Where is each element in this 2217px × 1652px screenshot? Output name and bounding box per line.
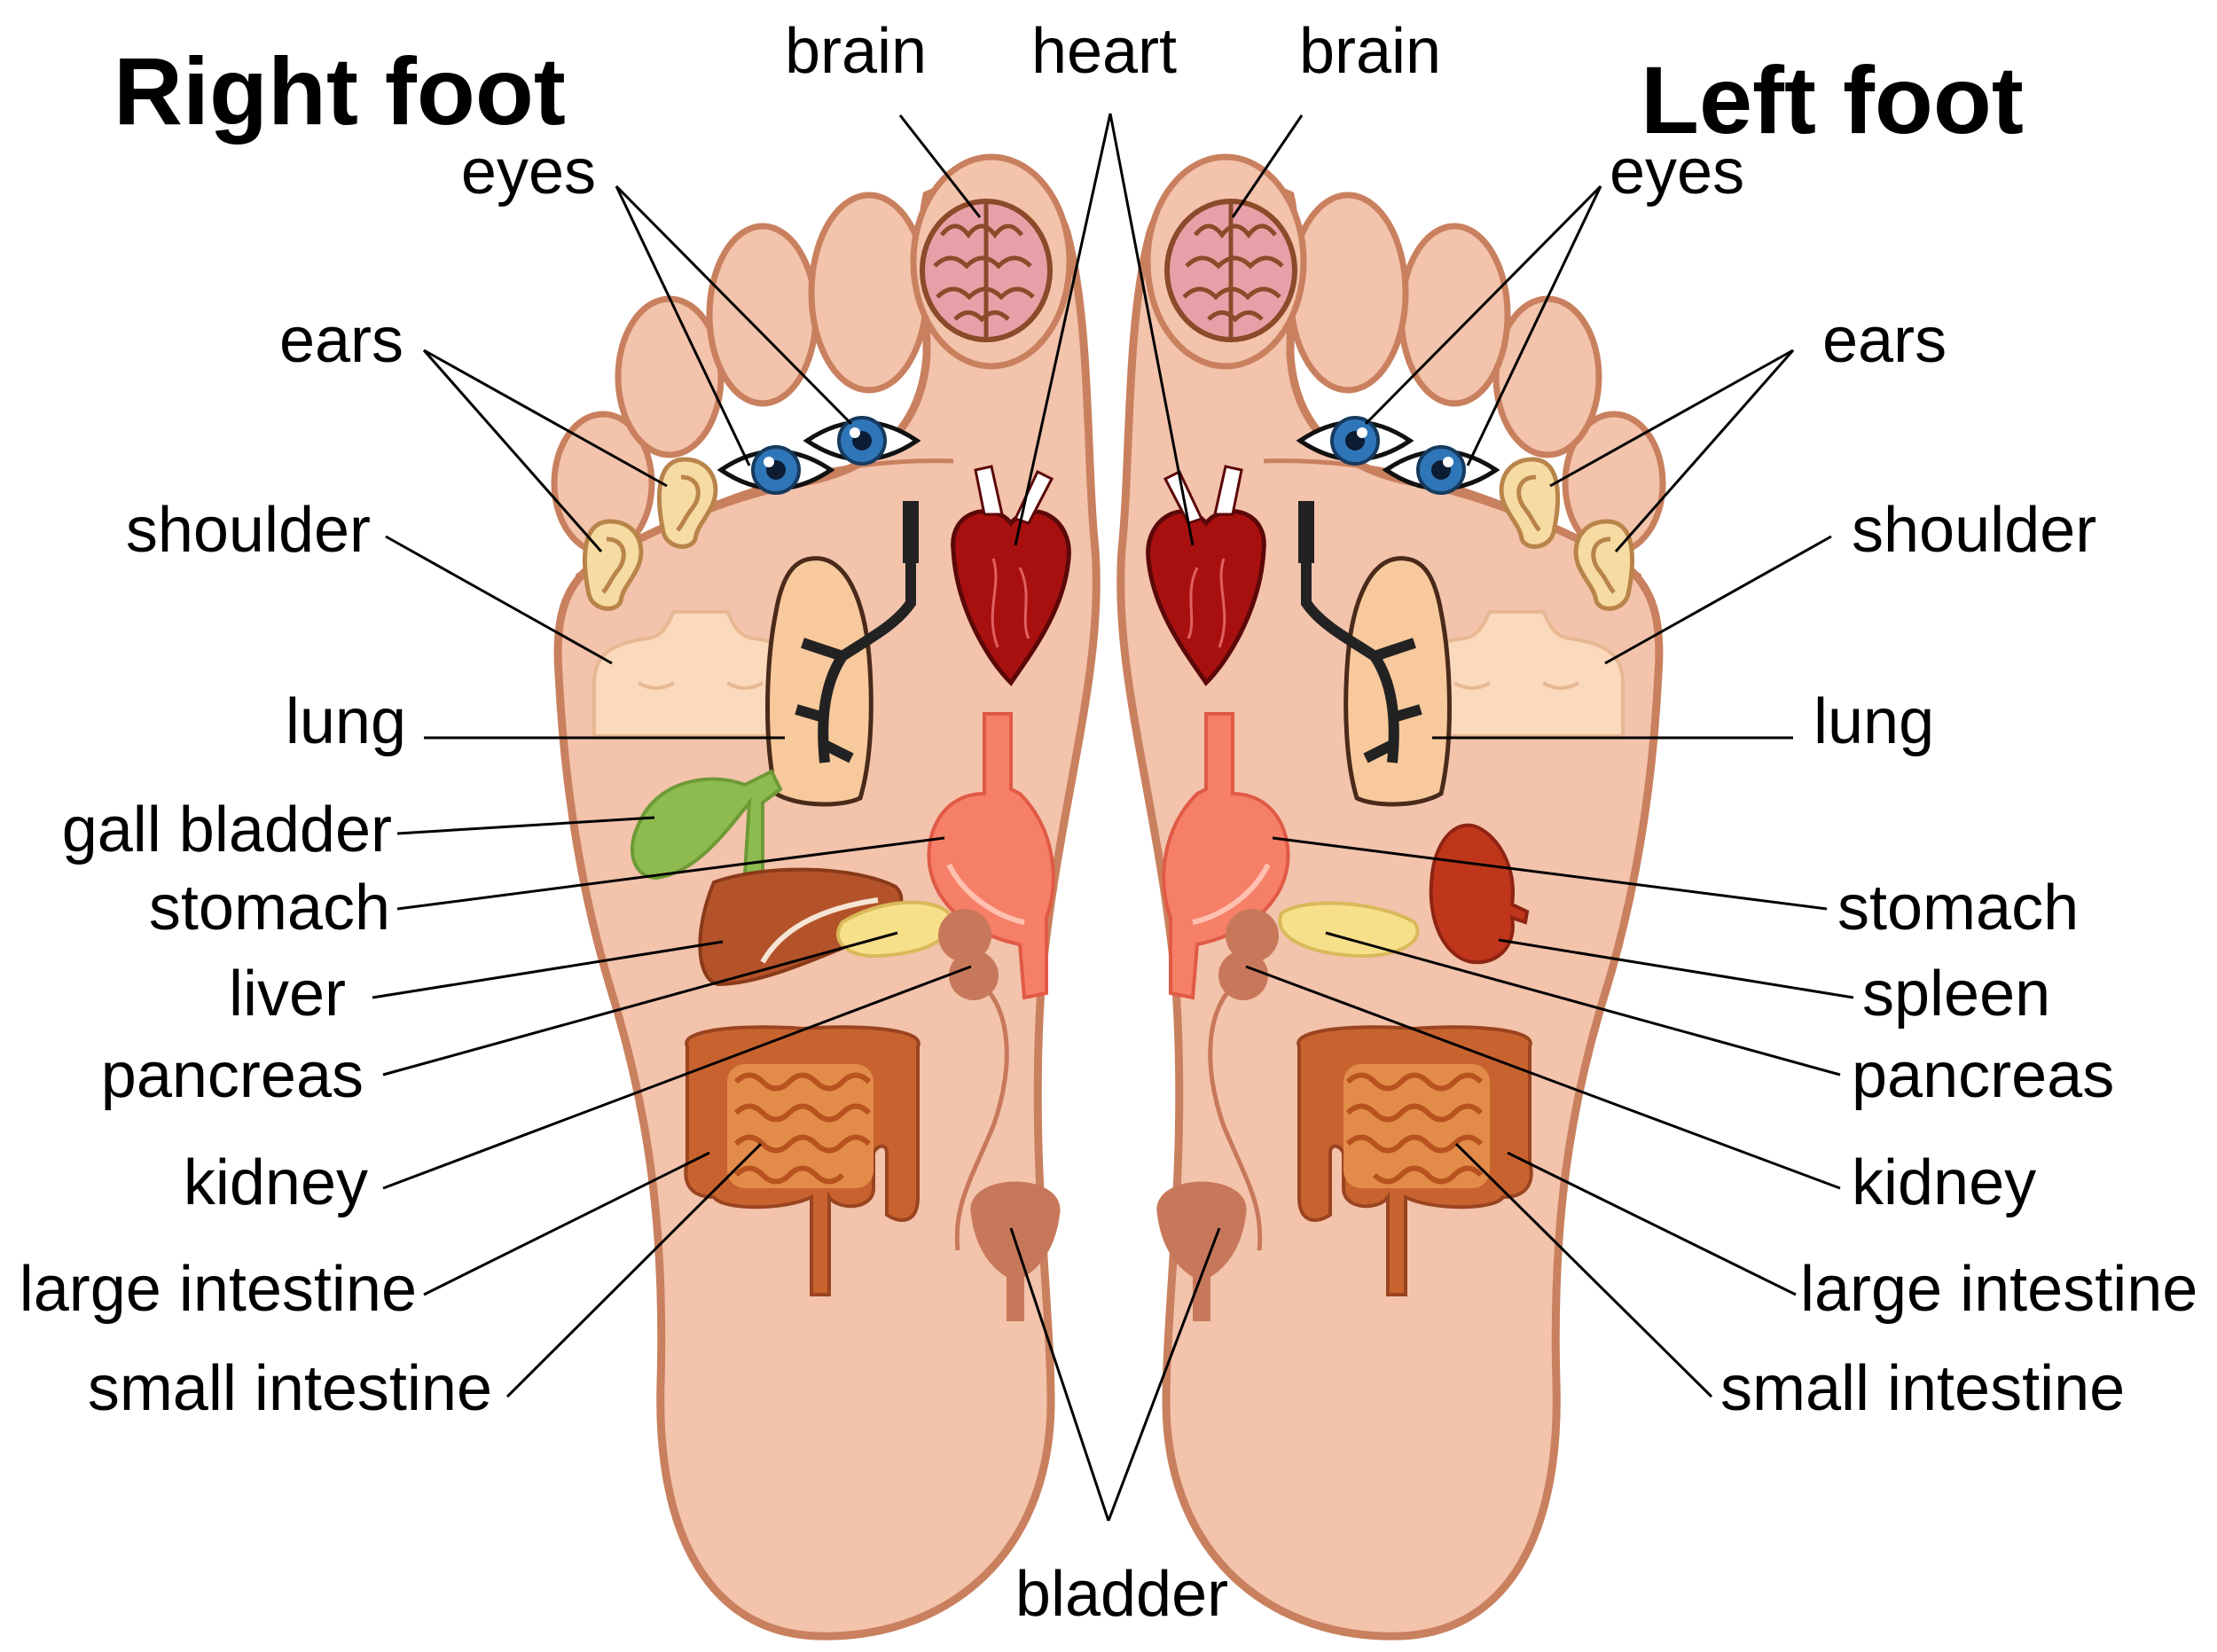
leader-lines	[372, 113, 1854, 1522]
label-ears-left: ears	[1822, 305, 1947, 376]
right-foot-toe-fourth	[615, 295, 725, 458]
right-foot	[551, 153, 1101, 1640]
left-brain-icon	[1167, 201, 1295, 340]
label-bladder: bladder	[1015, 1559, 1228, 1630]
right-gall-bladder-icon	[630, 769, 783, 881]
label-shoulder-left: shoulder	[1852, 495, 2096, 566]
right-brain-icon	[922, 201, 1050, 340]
label-brain-right: brain	[785, 16, 927, 87]
label-stomach-left: stomach	[1837, 873, 2079, 943]
left-spleen-icon	[1429, 823, 1530, 965]
label-small-intestine-left: small intestine	[1720, 1353, 2125, 1424]
label-ears-right: ears	[279, 305, 403, 376]
label-large-intestine-right: large intestine	[20, 1254, 417, 1325]
label-brain-left: brain	[1299, 16, 1441, 87]
label-small-intestine-right: small intestine	[88, 1353, 492, 1424]
left-foot-title: Left foot	[1641, 46, 2024, 153]
label-stomach-right: stomach	[149, 873, 390, 943]
label-gall-bladder: gall bladder	[62, 795, 392, 865]
label-spleen: spleen	[1862, 959, 2050, 1030]
label-liver: liver	[229, 959, 346, 1030]
label-shoulder-right: shoulder	[126, 495, 371, 566]
label-lung-right: lung	[286, 686, 406, 757]
right-foot-toe-second	[808, 192, 930, 394]
label-heart: heart	[1031, 16, 1177, 87]
label-large-intestine-left: large intestine	[1800, 1254, 2197, 1325]
left-foot	[1116, 153, 1666, 1640]
label-eyes-right: eyes	[461, 137, 596, 207]
label-eyes-left: eyes	[1610, 137, 1744, 207]
label-kidney-right: kidney	[184, 1147, 368, 1218]
left-pancreas-icon	[1278, 901, 1420, 959]
right-foot-title: Right foot	[114, 37, 566, 145]
label-kidney-left: kidney	[1852, 1147, 2036, 1218]
right-foot-toe-third	[706, 223, 819, 407]
label-pancreas-left: pancreas	[1852, 1040, 2114, 1111]
label-pancreas-right: pancreas	[101, 1040, 364, 1111]
label-lung-left: lung	[1814, 686, 1934, 757]
